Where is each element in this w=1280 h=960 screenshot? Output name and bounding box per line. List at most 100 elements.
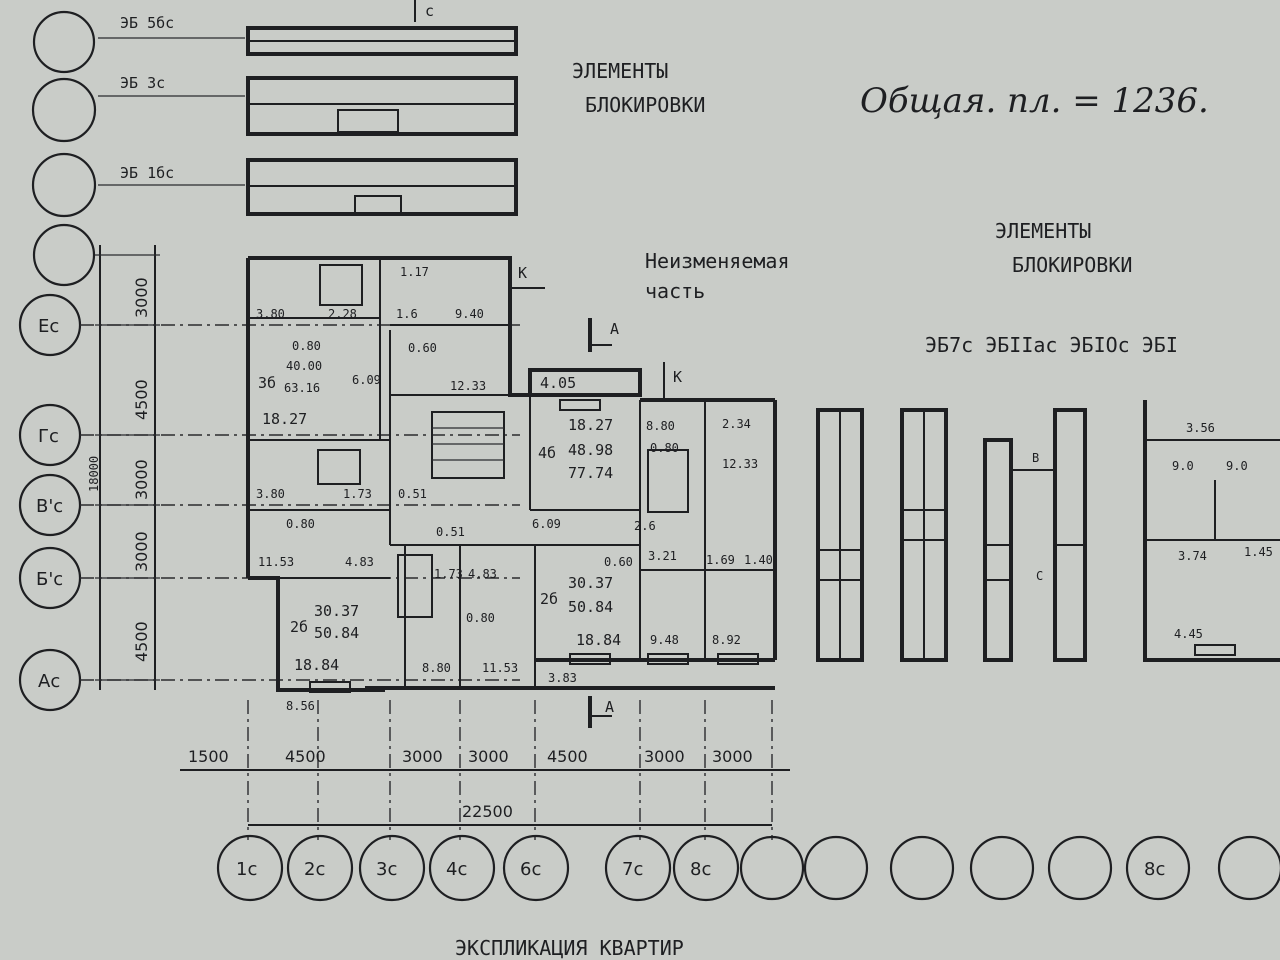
row-dim-4: 3000 bbox=[132, 531, 151, 572]
col-axis-6c: 6с bbox=[520, 859, 541, 880]
room-area: 9.0 bbox=[1226, 459, 1248, 473]
apt-total-2b-left: 50.84 bbox=[314, 624, 359, 642]
floor-plan bbox=[246, 256, 777, 693]
block-label-16s: ЭБ 1бс bbox=[120, 164, 174, 182]
col-axis-2c: 2с bbox=[304, 859, 325, 880]
room-area: 3.74 bbox=[1178, 549, 1207, 563]
room-areas: 3.80 2.28 1.6 1.17 9.40 0.80 6.09 0.60 1… bbox=[256, 265, 1273, 713]
room-area: 0.80 bbox=[466, 611, 495, 625]
apt-code-3b: 3б bbox=[258, 374, 276, 392]
room-area: 0.60 bbox=[604, 555, 633, 569]
room-area: 2.6 bbox=[634, 519, 656, 533]
row-axis-A: Ас bbox=[38, 671, 60, 692]
apt-code-4b: 4б bbox=[538, 444, 556, 462]
room-area: 4.83 bbox=[345, 555, 374, 569]
col-dim-5: 4500 bbox=[547, 747, 588, 766]
blocking-element-5bs: ЭБ 5бс с bbox=[98, 0, 518, 56]
room-area: 1.69 bbox=[706, 553, 735, 567]
apt-total-4b: 77.74 bbox=[568, 464, 613, 482]
col-dim-3: 3000 bbox=[402, 747, 443, 766]
room-area: 3.83 bbox=[548, 671, 577, 685]
blocking-element-3s: ЭБ 3с bbox=[98, 74, 518, 136]
col-dim-1: 1500 bbox=[188, 747, 229, 766]
col-dim-total: 22500 bbox=[462, 802, 513, 821]
row-dim-5: 4500 bbox=[132, 621, 151, 662]
room-area: 8.80 bbox=[422, 661, 451, 675]
col-axis-8c-right: 8с bbox=[1144, 859, 1165, 880]
row-dim-2: 4500 bbox=[132, 379, 151, 420]
room-area: 8.56 bbox=[286, 699, 315, 713]
room-area: 12.33 bbox=[450, 379, 486, 393]
room-area: 3.21 bbox=[648, 549, 677, 563]
heading-blocking-top-line2: БЛОКИРОВКИ bbox=[585, 93, 705, 117]
section-mark-K-left: К bbox=[518, 264, 527, 282]
heading-blocking-right-line2: БЛОКИРОВКИ bbox=[1012, 253, 1132, 277]
room-area: 2.34 bbox=[722, 417, 751, 431]
room-area: 3.80 bbox=[256, 487, 285, 501]
room-area: 4.83 bbox=[468, 567, 497, 581]
room-area: 0.51 bbox=[436, 525, 465, 539]
room-area: 12.33 bbox=[722, 457, 758, 471]
apt-living-2b-right: 30.37 bbox=[568, 574, 613, 592]
room-area: 4.45 bbox=[1174, 627, 1203, 641]
right-blocking-elements: В С bbox=[816, 400, 1280, 662]
room-area: 0.51 bbox=[398, 487, 427, 501]
block-element-codes: ЭБ7с ЭБIIас ЭБIОс ЭБI bbox=[925, 333, 1178, 357]
row-dim-total: 18000 bbox=[87, 456, 101, 492]
room-area: 6.09 bbox=[352, 373, 381, 387]
section-marks: А К К А bbox=[510, 264, 682, 728]
room-area: 8.92 bbox=[712, 633, 741, 647]
row-axis-B: Б'с bbox=[36, 569, 63, 590]
room-area: 9.48 bbox=[650, 633, 679, 647]
row-dim-1: 3000 bbox=[132, 277, 151, 318]
row-axis-V: В'с bbox=[36, 496, 63, 517]
room-area: 1.45 bbox=[1244, 545, 1273, 559]
room-area: 1.73 bbox=[434, 567, 463, 581]
room-area: 0.60 bbox=[408, 341, 437, 355]
room-area: 8.80 bbox=[646, 419, 675, 433]
apt-code-2b-left: 2б bbox=[290, 618, 308, 636]
room-area: 2.28 bbox=[328, 307, 357, 321]
room-area: 6.09 bbox=[532, 517, 561, 531]
col-axis-3c: 3с bbox=[376, 859, 397, 880]
section-mark-C: С bbox=[1036, 569, 1043, 583]
blocking-element-16s: ЭБ 1бс bbox=[98, 158, 518, 216]
section-mark-B: В bbox=[1032, 451, 1039, 465]
col-axis-4c: 4с bbox=[446, 859, 467, 880]
room-area: 1.73 bbox=[343, 487, 372, 501]
col-axis-8c: 8с bbox=[690, 859, 711, 880]
apt-room-2b-right: 18.84 bbox=[576, 631, 621, 649]
row-axis-G: Гс bbox=[38, 426, 59, 447]
apt-total-2b-right: 50.84 bbox=[568, 598, 613, 616]
room-area: 3.80 bbox=[256, 307, 285, 321]
room-area: 0.80 bbox=[650, 441, 679, 455]
row-axis-E: Ес bbox=[38, 316, 59, 337]
apt-room-4b: 18.27 bbox=[568, 416, 613, 434]
room-area: 11.53 bbox=[258, 555, 294, 569]
room-area: 1.17 bbox=[400, 265, 429, 279]
apt-living-2b-left: 30.37 bbox=[314, 602, 359, 620]
col-dim-6: 3000 bbox=[644, 747, 685, 766]
apartment-labels: 3б 40.00 63.16 18.27 18.27 4б 48.98 77.7… bbox=[258, 359, 621, 674]
apt-room-3b: 18.27 bbox=[262, 410, 307, 428]
apt-living-3b: 40.00 bbox=[286, 359, 322, 373]
apt-room-2b-left: 18.84 bbox=[294, 656, 339, 674]
room-area: 11.53 bbox=[482, 661, 518, 675]
col-dim-7: 3000 bbox=[712, 747, 753, 766]
heading-unchanged-line1: Неизменяемая bbox=[645, 249, 790, 273]
apt-living-4b: 48.98 bbox=[568, 441, 613, 459]
col-dim-4: 3000 bbox=[468, 747, 509, 766]
section-mark-c: с bbox=[425, 2, 434, 20]
room-area: 9.0 bbox=[1172, 459, 1194, 473]
apt-code-2b-right: 2б bbox=[540, 590, 558, 608]
room-area: 1.6 bbox=[396, 307, 418, 321]
room-area: 9.40 bbox=[455, 307, 484, 321]
row-axes: Ес Гс В'с Б'с Ас 3000 4500 3000 3000 450… bbox=[18, 245, 520, 712]
heading-unchanged-line2: часть bbox=[645, 279, 705, 303]
column-axes: 1500 4500 3000 3000 4500 3000 3000 22500… bbox=[180, 700, 1280, 902]
col-axis-1c: 1с bbox=[236, 859, 257, 880]
block-label-3s: ЭБ 3с bbox=[120, 74, 165, 92]
heading-explication: ЭКСПЛИКАЦИЯ КВАРТИР bbox=[455, 936, 684, 960]
room-area: 1.40 bbox=[744, 553, 773, 567]
